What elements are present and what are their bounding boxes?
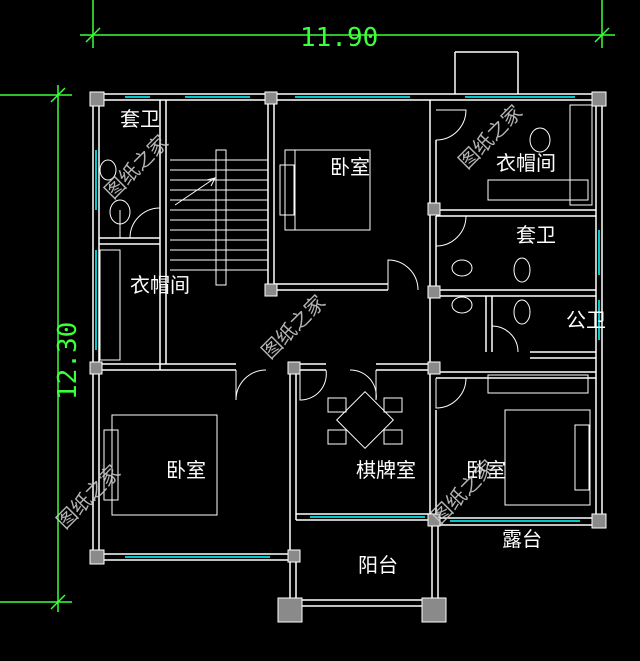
staircase [170,149,268,286]
room-label-cloakroom-top-right: 衣帽间 [496,151,556,175]
width-dimension-label: 11.90 [300,23,378,53]
dimension-lines [0,0,615,612]
columns [89,91,607,623]
room-label-balcony: 阳台 [358,553,398,577]
exterior-walls [92,93,603,561]
room-label-suite-bath-right: 套卫 [516,223,556,247]
balcony-rail [289,525,439,607]
room-label-bedroom-left: 卧室 [166,458,206,482]
watermark-3: 图纸之家 [257,290,331,364]
watermark-1: 图纸之家 [100,130,174,204]
room-label-public-bath: 公卫 [566,308,606,332]
height-dimension-label: 12.30 [53,322,83,400]
doors [119,109,519,409]
room-label-bedroom-right: 卧室 [466,458,506,482]
room-label-cloakroom-left: 衣帽间 [130,273,190,297]
room-label-suite-bath-left: 套卫 [120,107,160,131]
furniture [99,104,593,516]
windows [95,96,600,558]
room-label-chess-room: 棋牌室 [356,458,416,482]
room-label-terrace: 露台 [502,527,542,551]
room-label-bedroom-top: 卧室 [330,155,370,179]
watermark-4: 图纸之家 [52,460,126,534]
top-protrusion [454,51,519,94]
